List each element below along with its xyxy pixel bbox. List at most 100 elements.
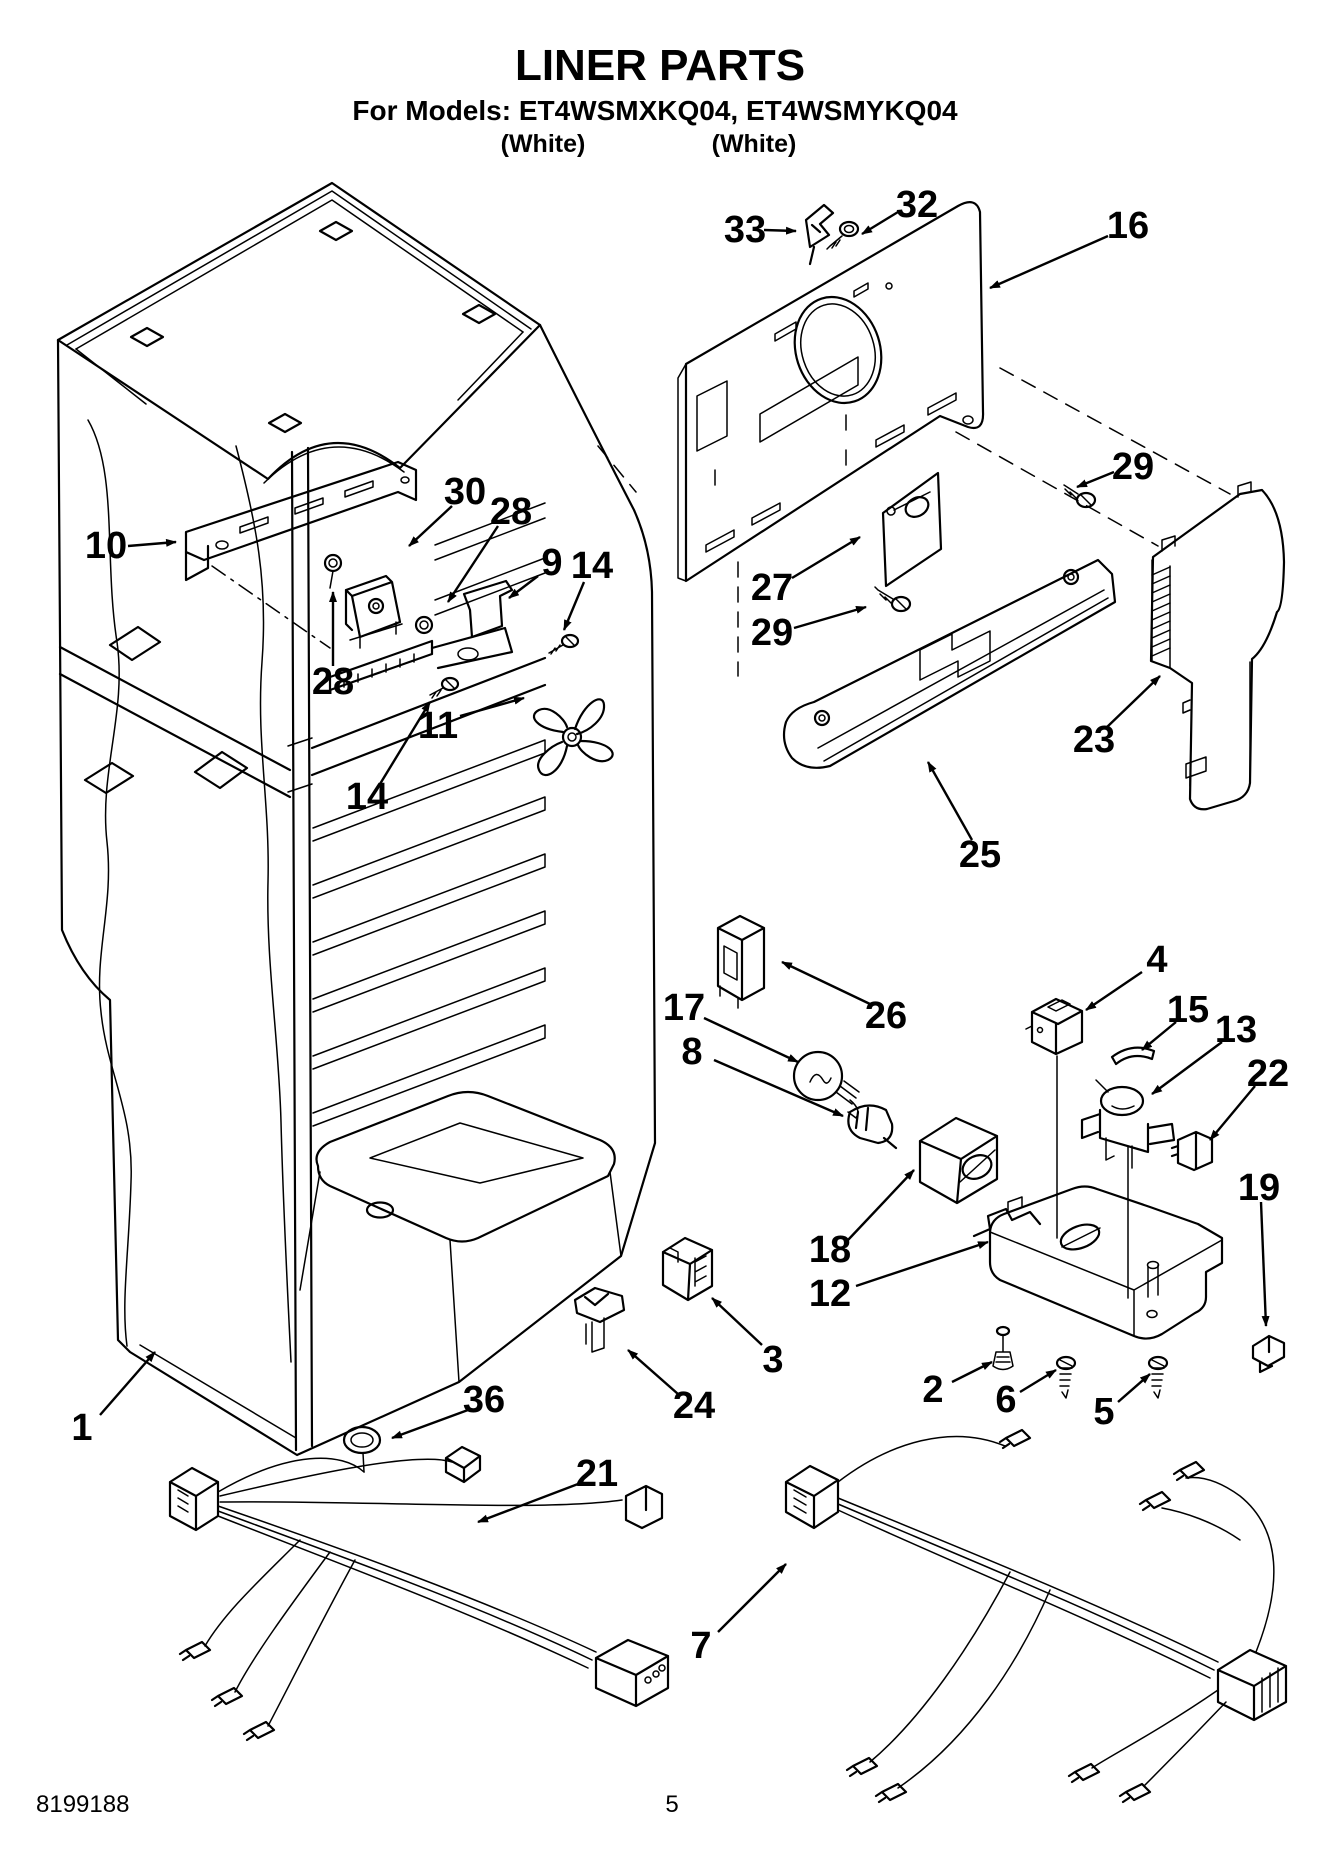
- callout-label-8: 8: [681, 1031, 702, 1073]
- callout-arrow-7: [717, 1563, 787, 1633]
- retainer-strip-15: [1110, 1046, 1156, 1066]
- screw-29-bottom: [874, 586, 912, 613]
- callout-arrow-8: [713, 1058, 844, 1118]
- callout-label-36: 36: [463, 1379, 505, 1421]
- callout-arrow-10: [127, 538, 177, 548]
- callout-arrow-5: [1117, 1373, 1151, 1403]
- callout-arrow-27: [791, 535, 861, 580]
- callout-arrow-18: [847, 1169, 915, 1241]
- screw-5: [1147, 1355, 1169, 1399]
- callout-arrow-14: [378, 701, 432, 785]
- callout-arrow-9: [508, 575, 539, 599]
- callout-label-12: 12: [809, 1273, 851, 1315]
- rear-panel: [684, 201, 985, 583]
- doc-number: 8199188: [36, 1791, 129, 1818]
- screw-32: [826, 220, 860, 250]
- bracket-12: [972, 1207, 1042, 1238]
- callout-label-9: 9: [541, 542, 562, 584]
- callout-label-22: 22: [1247, 1053, 1289, 1095]
- callout-arrow-30: [408, 505, 453, 547]
- callout-arrow-4: [1085, 971, 1143, 1011]
- grommet-28-top: [323, 553, 343, 589]
- thermostat-13: [1080, 1079, 1176, 1169]
- callout-label-19: 19: [1238, 1167, 1280, 1209]
- defrost-timer-motor: [344, 574, 403, 649]
- callout-arrow-11: [459, 696, 525, 718]
- callout-arrow-23: [1105, 675, 1161, 729]
- callout-arrow-32: [861, 210, 899, 236]
- pin-2: [992, 1325, 1014, 1371]
- light-bulb: [792, 1050, 860, 1119]
- callout-label-28: 28: [312, 661, 354, 703]
- callout-label-14: 14: [346, 776, 388, 818]
- white-label-right: (White): [712, 130, 797, 158]
- damper-control: [1149, 481, 1286, 811]
- callout-arrow-13: [1151, 1041, 1223, 1095]
- callout-label-28: 28: [490, 491, 532, 533]
- clip-19: [1251, 1334, 1286, 1374]
- callout-label-13: 13: [1215, 1009, 1257, 1051]
- callout-arrow-26: [781, 960, 871, 1006]
- cover-18: [918, 1116, 999, 1205]
- clip-33: [804, 203, 835, 266]
- callout-arrow-25: [926, 761, 974, 841]
- relay-4: [1025, 997, 1084, 1056]
- callout-arrow-19: [1259, 1201, 1270, 1327]
- callout-label-33: 33: [724, 209, 766, 251]
- callout-label-29: 29: [1112, 446, 1154, 488]
- callout-label-10: 10: [85, 525, 127, 567]
- callout-arrow-15: [1141, 1021, 1177, 1051]
- page-number: 5: [665, 1791, 678, 1818]
- callout-arrow-16: [989, 234, 1109, 290]
- page-title: LINER PARTS: [515, 41, 805, 90]
- callout-arrow-33: [763, 226, 797, 235]
- screw-14-right: [548, 633, 580, 655]
- callout-label-7: 7: [690, 1625, 711, 1667]
- callout-label-23: 23: [1073, 719, 1115, 761]
- callout-arrow-29: [793, 605, 867, 630]
- callout-label-26: 26: [865, 995, 907, 1037]
- control-housing-pan: [988, 1185, 1224, 1340]
- grommet-36: [342, 1425, 382, 1473]
- control-parts: [573, 914, 1286, 1399]
- wire-harness-right: [784, 1428, 1288, 1804]
- heater-rail: [328, 639, 434, 692]
- callout-arrow-24: [627, 1349, 679, 1395]
- rear-panel-assembly: [597, 201, 1231, 677]
- screw-14-bottom: [429, 676, 460, 699]
- callout-arrow-14: [562, 581, 586, 631]
- screw-6: [1055, 1355, 1077, 1399]
- callout-label-30: 30: [444, 471, 486, 513]
- callout-arrow-2: [951, 1360, 993, 1384]
- access-plate-27: [881, 471, 943, 588]
- callout-label-1: 1: [71, 1407, 92, 1449]
- callout-arrow-3: [711, 1297, 763, 1346]
- wire-harness-left: [168, 1445, 670, 1742]
- callout-label-5: 5: [1093, 1391, 1114, 1433]
- white-label-left: (White): [501, 130, 586, 158]
- callout-arrow-22: [1209, 1085, 1256, 1141]
- callout-arrow-1: [99, 1351, 156, 1416]
- bulb-socket: [847, 1104, 898, 1150]
- callout-label-27: 27: [751, 567, 793, 609]
- callout-label-25: 25: [959, 834, 1001, 876]
- evaporator-parts: [184, 460, 614, 777]
- callout-arrow-29: [1076, 470, 1115, 489]
- callout-label-3: 3: [762, 1339, 783, 1381]
- callout-label-16: 16: [1107, 205, 1149, 247]
- lamp-housing-26: [716, 914, 766, 1009]
- box-3: [661, 1236, 714, 1302]
- motor-bracket: [462, 579, 514, 639]
- callout-label-24: 24: [673, 1385, 715, 1427]
- grommet-28-bottom: [414, 615, 434, 635]
- cabinet-liner: [56, 181, 657, 1457]
- switch-22: [1170, 1130, 1214, 1172]
- callout-arrow-36: [391, 1408, 469, 1440]
- air-duct: [782, 558, 1117, 769]
- callout-arrow-21: [477, 1482, 579, 1524]
- callout-arrow-28: [446, 525, 500, 603]
- callout-layer: 1234567891011121314141516171819212223242…: [71, 184, 1289, 1667]
- callout-label-4: 4: [1146, 939, 1167, 981]
- callout-arrow-6: [1019, 1368, 1057, 1394]
